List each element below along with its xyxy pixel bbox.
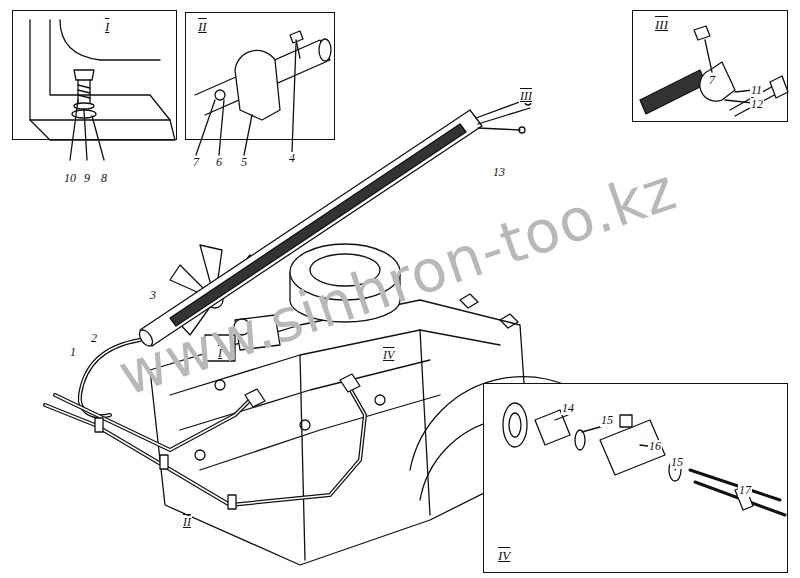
- callout-number: 12: [750, 98, 764, 111]
- callout-number: 7: [192, 156, 200, 169]
- callout-number: 15: [670, 456, 684, 469]
- callout-number: 14: [561, 402, 575, 415]
- view-marker: III: [519, 90, 533, 103]
- detail-inset: II: [185, 12, 335, 140]
- inset-numeral: IV: [498, 548, 510, 564]
- callout-number: 15: [600, 414, 614, 427]
- callout-number: 1: [69, 346, 77, 359]
- view-marker: IV: [382, 349, 395, 362]
- detail-inset: IV: [483, 383, 788, 573]
- callout-number: 2: [90, 332, 98, 345]
- inset-numeral: I: [105, 19, 109, 35]
- callout-number: 7: [708, 74, 716, 87]
- callout-number: 11: [750, 84, 763, 97]
- callout-number: 4: [288, 152, 296, 165]
- detail-inset: III: [632, 10, 788, 122]
- detail-inset: I: [12, 10, 177, 140]
- callout-number: 10: [63, 172, 77, 185]
- callout-number: 13: [492, 166, 506, 179]
- callout-number: 17: [738, 484, 752, 497]
- callout-number: 5: [240, 156, 248, 169]
- inset-numeral: II: [198, 19, 207, 35]
- view-marker: II: [182, 516, 192, 529]
- callout-number: 6: [215, 156, 223, 169]
- inset-numeral: III: [655, 17, 668, 33]
- callout-number: 16: [648, 440, 662, 453]
- callout-number: 3: [149, 289, 157, 302]
- callout-number: 9: [83, 172, 91, 185]
- callout-number: 8: [100, 172, 108, 185]
